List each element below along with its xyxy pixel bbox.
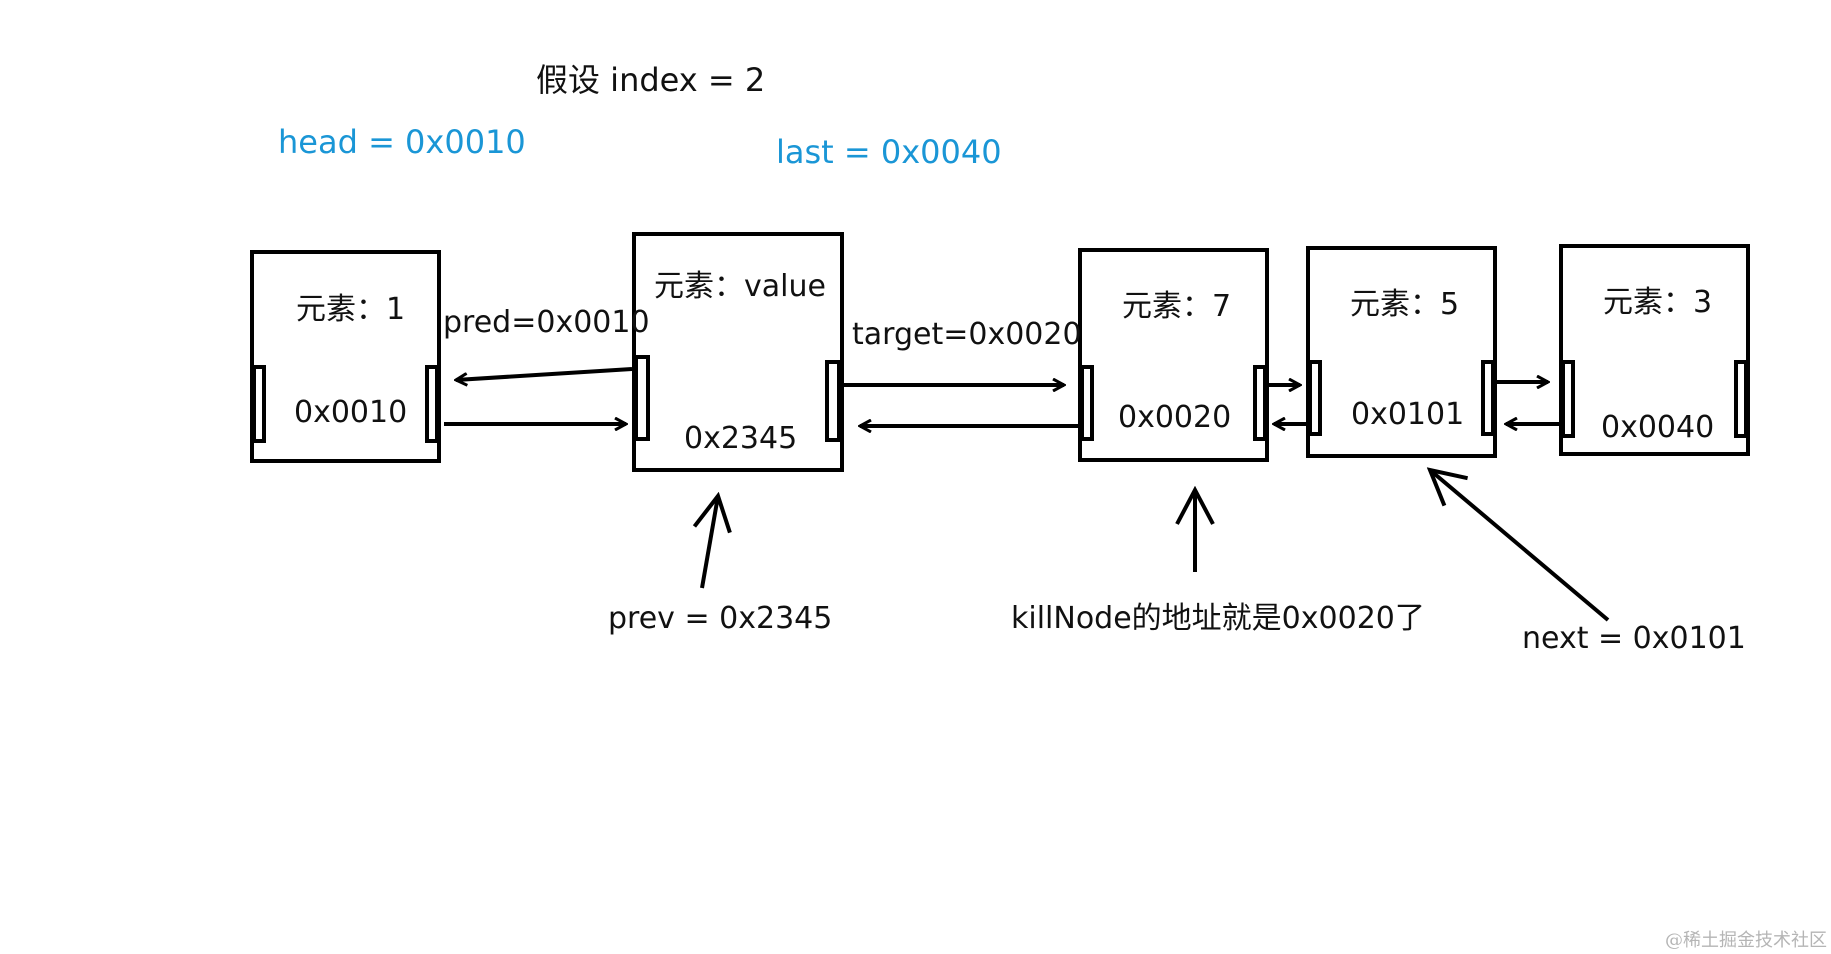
node-2-prev-pointer — [634, 355, 650, 441]
node-4-prev-pointer — [1308, 360, 1322, 436]
prev-label: prev = 0x2345 — [608, 601, 833, 636]
head-label: head = 0x0010 — [278, 123, 526, 161]
node-2-box — [632, 232, 844, 472]
node-1-element: 元素：1 — [296, 292, 406, 327]
node-3-next-pointer — [1253, 365, 1267, 441]
node-3-prev-pointer — [1080, 365, 1094, 441]
next-label: next = 0x0101 — [1522, 621, 1746, 656]
killnode-label: killNode的地址就是0x0020了 — [1011, 601, 1425, 636]
arrow-next-pointer — [1430, 470, 1610, 622]
node-5-prev-pointer — [1561, 360, 1575, 438]
node-3-address: 0x0020 — [1118, 400, 1232, 435]
node-5-box — [1559, 244, 1750, 456]
node-4-next-pointer — [1481, 360, 1495, 436]
node-1-address: 0x0010 — [294, 395, 408, 430]
arrow-node2-to-node1 — [456, 367, 633, 380]
node-1-box — [250, 250, 441, 463]
node-4-element: 元素：5 — [1350, 287, 1460, 322]
node-4-address: 0x0101 — [1351, 397, 1465, 432]
node-4 — [1306, 246, 1497, 458]
node-2-element: 元素：value — [654, 269, 826, 304]
last-label: last = 0x0040 — [776, 133, 1002, 171]
watermark: @稀土掘金技术社区 — [1665, 930, 1827, 951]
node-1-next-pointer — [425, 365, 439, 443]
arrow-prev-pointer — [702, 496, 718, 589]
node-2 — [632, 232, 844, 472]
node-3-element: 元素：7 — [1122, 289, 1232, 324]
node-3 — [1078, 248, 1269, 462]
target-label: target=0x0020 — [852, 317, 1082, 352]
node-5-address: 0x0040 — [1601, 410, 1715, 445]
node-2-next-pointer — [825, 360, 841, 442]
node-1 — [250, 250, 441, 463]
pred-label: pred=0x0010 — [443, 305, 650, 340]
node-1-prev-pointer — [252, 365, 266, 443]
node-5-next-pointer — [1734, 360, 1748, 438]
node-2-address: 0x2345 — [684, 421, 798, 456]
node-4-box — [1306, 246, 1497, 458]
node-5-element: 元素：3 — [1603, 285, 1713, 320]
node-5 — [1559, 244, 1750, 456]
index-assumption-label: 假设 index = 2 — [536, 61, 766, 99]
node-3-box — [1078, 248, 1269, 462]
